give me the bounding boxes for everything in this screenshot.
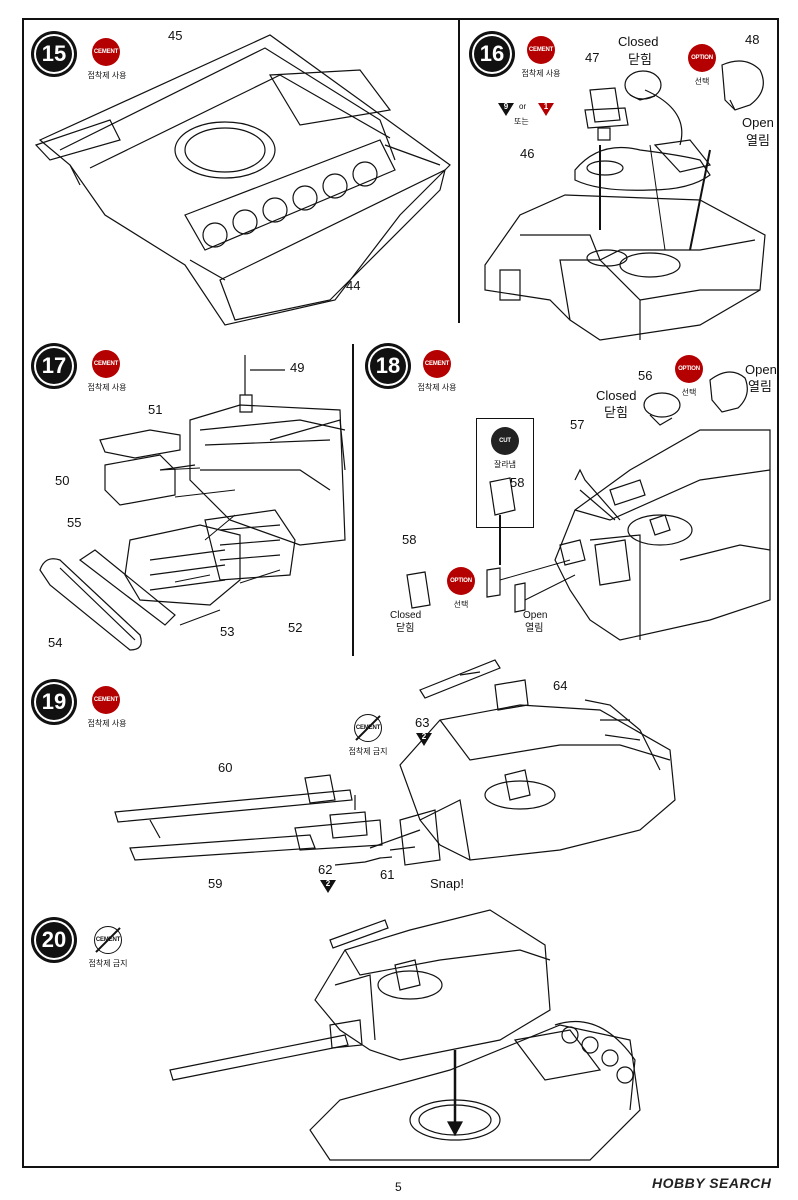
part-45: 45 bbox=[168, 28, 183, 43]
part-54: 54 bbox=[48, 635, 63, 650]
open-label-kr-18: 열림 bbox=[748, 379, 772, 394]
part-49: 49 bbox=[290, 360, 305, 375]
step-number-19: 19 bbox=[34, 682, 74, 722]
option-badge-18b: OPTION bbox=[447, 567, 475, 595]
part-50: 50 bbox=[55, 473, 70, 488]
open-small-en: Open bbox=[523, 610, 548, 621]
ref-9: 9 bbox=[503, 102, 509, 111]
cement-badge-19: CEMENT bbox=[92, 686, 120, 714]
ref-triangle-63: 2 bbox=[416, 732, 432, 746]
or-note-en: or bbox=[519, 102, 527, 111]
cement-note-18: 접착제 사용 bbox=[417, 383, 457, 392]
ref-1: 1 bbox=[543, 102, 549, 111]
cement-badge-15: CEMENT bbox=[92, 38, 120, 66]
closed-label-kr-18: 닫힘 bbox=[604, 405, 628, 420]
open-label-en-16: Open bbox=[742, 115, 774, 130]
part-52: 52 bbox=[288, 620, 303, 635]
cement-badge-16: CEMENT bbox=[527, 36, 555, 64]
open-label-en-18: Open bbox=[745, 362, 777, 377]
step-number-18: 18 bbox=[368, 346, 408, 386]
divider-v-mid bbox=[352, 344, 354, 656]
step-number-15: 15 bbox=[34, 34, 74, 74]
part-46: 46 bbox=[520, 146, 535, 161]
cement-note-17: 접착제 사용 bbox=[87, 383, 127, 392]
ref-triangle-62: 2 bbox=[320, 879, 336, 893]
ref-62: 2 bbox=[325, 879, 331, 888]
watermark: HOBBY SEARCH bbox=[652, 1175, 772, 1191]
final-20-drawing bbox=[169, 909, 641, 1161]
option-note-18: 선택 bbox=[681, 388, 697, 397]
cement-note-15: 접착제 사용 bbox=[87, 71, 127, 80]
cut-badge: CUT bbox=[491, 427, 519, 455]
closed-label-kr-16: 닫힘 bbox=[628, 52, 652, 67]
step-number-17: 17 bbox=[34, 346, 74, 386]
cement-note-19: 접착제 사용 bbox=[87, 719, 127, 728]
cut-note: 잘라냄 bbox=[493, 460, 517, 469]
part-61: 61 bbox=[380, 867, 395, 882]
part-63: 63 bbox=[415, 715, 430, 730]
part-58: 58 bbox=[402, 532, 417, 547]
part-64: 64 bbox=[553, 678, 568, 693]
option-note-18b: 선택 bbox=[453, 600, 469, 609]
part-59: 59 bbox=[208, 876, 223, 891]
part-55: 55 bbox=[67, 515, 82, 530]
turret-19-drawing bbox=[114, 659, 676, 866]
snap-label: Snap! bbox=[430, 876, 464, 891]
part-56: 56 bbox=[638, 368, 653, 383]
rear-17-drawing bbox=[39, 355, 346, 651]
hull-drawing bbox=[34, 34, 451, 326]
part-60: 60 bbox=[218, 760, 233, 775]
closed-label-en-18: Closed bbox=[596, 388, 637, 403]
ref-triangle-1: 1 bbox=[538, 102, 554, 116]
no-cement-note-20: 접착제 금지 bbox=[88, 959, 128, 968]
closed-small-en: Closed bbox=[390, 610, 422, 621]
closed-small-kr: 닫힘 bbox=[396, 623, 415, 634]
part-53: 53 bbox=[220, 624, 235, 639]
page-frame bbox=[22, 18, 779, 1168]
option-note-16: 선택 bbox=[694, 77, 710, 86]
cement-badge-18: CEMENT bbox=[423, 350, 451, 378]
no-cement-badge-20: CEMENT bbox=[94, 926, 122, 954]
or-note-kr: 또는 bbox=[514, 117, 529, 126]
part-58-cut: 58 bbox=[510, 475, 525, 490]
page-number: 5 bbox=[395, 1180, 402, 1194]
cut-box bbox=[476, 418, 534, 528]
divider-v-top bbox=[458, 18, 460, 323]
closed-label-en-16: Closed bbox=[618, 34, 659, 49]
part-48: 48 bbox=[745, 32, 760, 47]
option-badge-16: OPTION bbox=[688, 44, 716, 72]
part-62: 62 bbox=[318, 862, 333, 877]
step-number-20: 20 bbox=[34, 920, 74, 960]
ref-triangle-9: 9 bbox=[498, 102, 514, 116]
open-label-kr-16: 열림 bbox=[746, 133, 770, 148]
part-51: 51 bbox=[148, 402, 163, 417]
cement-badge-17: CEMENT bbox=[92, 350, 120, 378]
step-number-16: 16 bbox=[472, 34, 512, 74]
part-44: 44 bbox=[346, 278, 361, 293]
turret-16-drawing bbox=[484, 60, 766, 341]
open-small-kr: 열림 bbox=[525, 623, 544, 634]
option-badge-18: OPTION bbox=[675, 355, 703, 383]
turret-18-drawing bbox=[406, 371, 771, 641]
cement-note-16: 접착제 사용 bbox=[521, 69, 561, 78]
part-47: 47 bbox=[585, 50, 600, 65]
no-cement-note-19: 접착제 금지 bbox=[348, 747, 388, 756]
no-cement-badge-19: CEMENT bbox=[354, 714, 382, 742]
ref-63: 2 bbox=[421, 732, 427, 741]
part-57: 57 bbox=[570, 417, 585, 432]
